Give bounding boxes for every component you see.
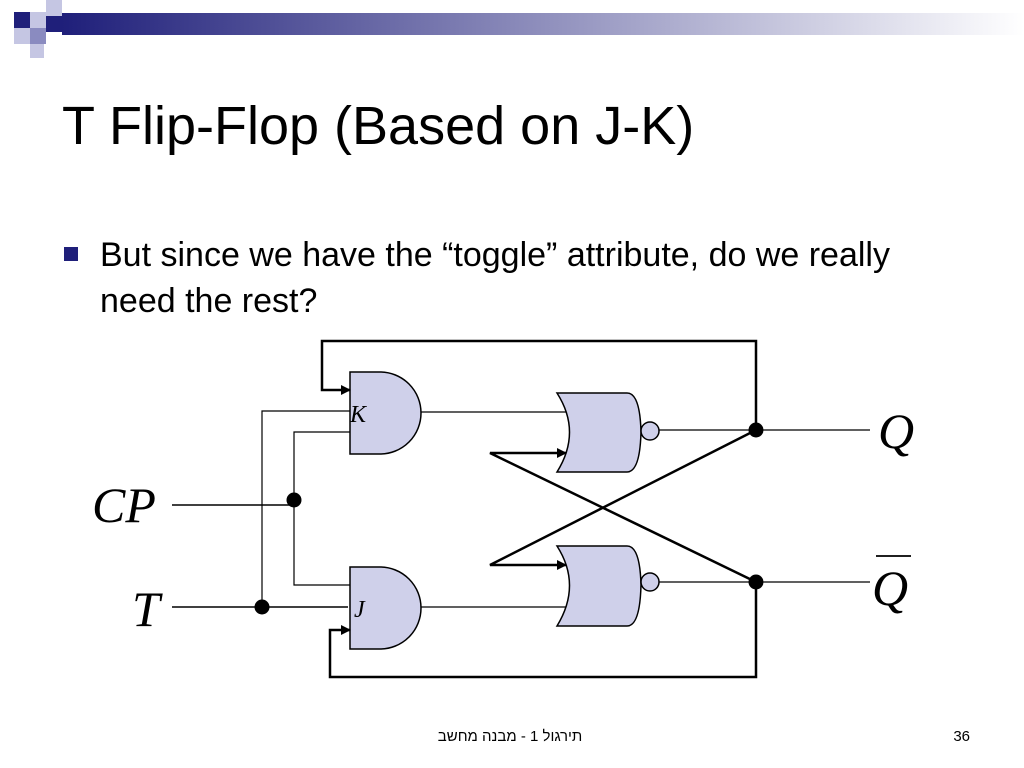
bullet-text: But since we have the “toggle” attribute…: [100, 236, 890, 320]
header-gradient-bar: [62, 13, 1024, 35]
cp-junction-dot: [286, 492, 302, 508]
q-bar-label: Q: [872, 560, 908, 616]
t-junction-dot: [254, 599, 270, 615]
header-square: [46, 0, 62, 16]
bullet-item: But since we have the “toggle” attribute…: [62, 232, 962, 324]
q-bar-feedback-to-top-nor: [489, 448, 757, 584]
q-label: Q: [878, 403, 914, 459]
t-label: T: [132, 581, 163, 637]
bottom-and-gate: [349, 566, 422, 650]
page-number: 36: [953, 728, 970, 745]
q-feedback-to-bottom-nor: [489, 428, 757, 570]
header-square: [14, 12, 30, 28]
top-nor-gate: [555, 392, 642, 473]
slide-header-decoration: [14, 0, 1024, 58]
square-bullet-icon: [64, 247, 78, 261]
bottom-gate-label: J: [354, 597, 366, 623]
cp-to-bottom-gate-wire: [293, 505, 350, 586]
top-nor-bubble: [640, 421, 660, 441]
slide-title: T Flip-Flop (Based on J-K): [62, 96, 695, 156]
top-and-gate: [349, 371, 422, 455]
top-gate-label: K: [349, 402, 368, 428]
header-square: [30, 44, 44, 58]
header-square: [30, 28, 46, 44]
q-bar-feedback-to-j-gate: [328, 582, 758, 679]
cp-to-top-gate-wire: [293, 431, 350, 505]
t-to-top-gate-wire: [261, 410, 350, 607]
bottom-nor-bubble: [640, 572, 660, 592]
header-square: [14, 28, 30, 44]
cp-label: CP: [92, 477, 156, 533]
header-square: [46, 16, 62, 32]
bottom-nor-gate: [555, 545, 642, 627]
q-feedback-to-k-gate: [320, 339, 758, 430]
footer-text: תירגול 1 - מבנה מחשב: [437, 728, 583, 745]
header-square: [30, 12, 46, 28]
